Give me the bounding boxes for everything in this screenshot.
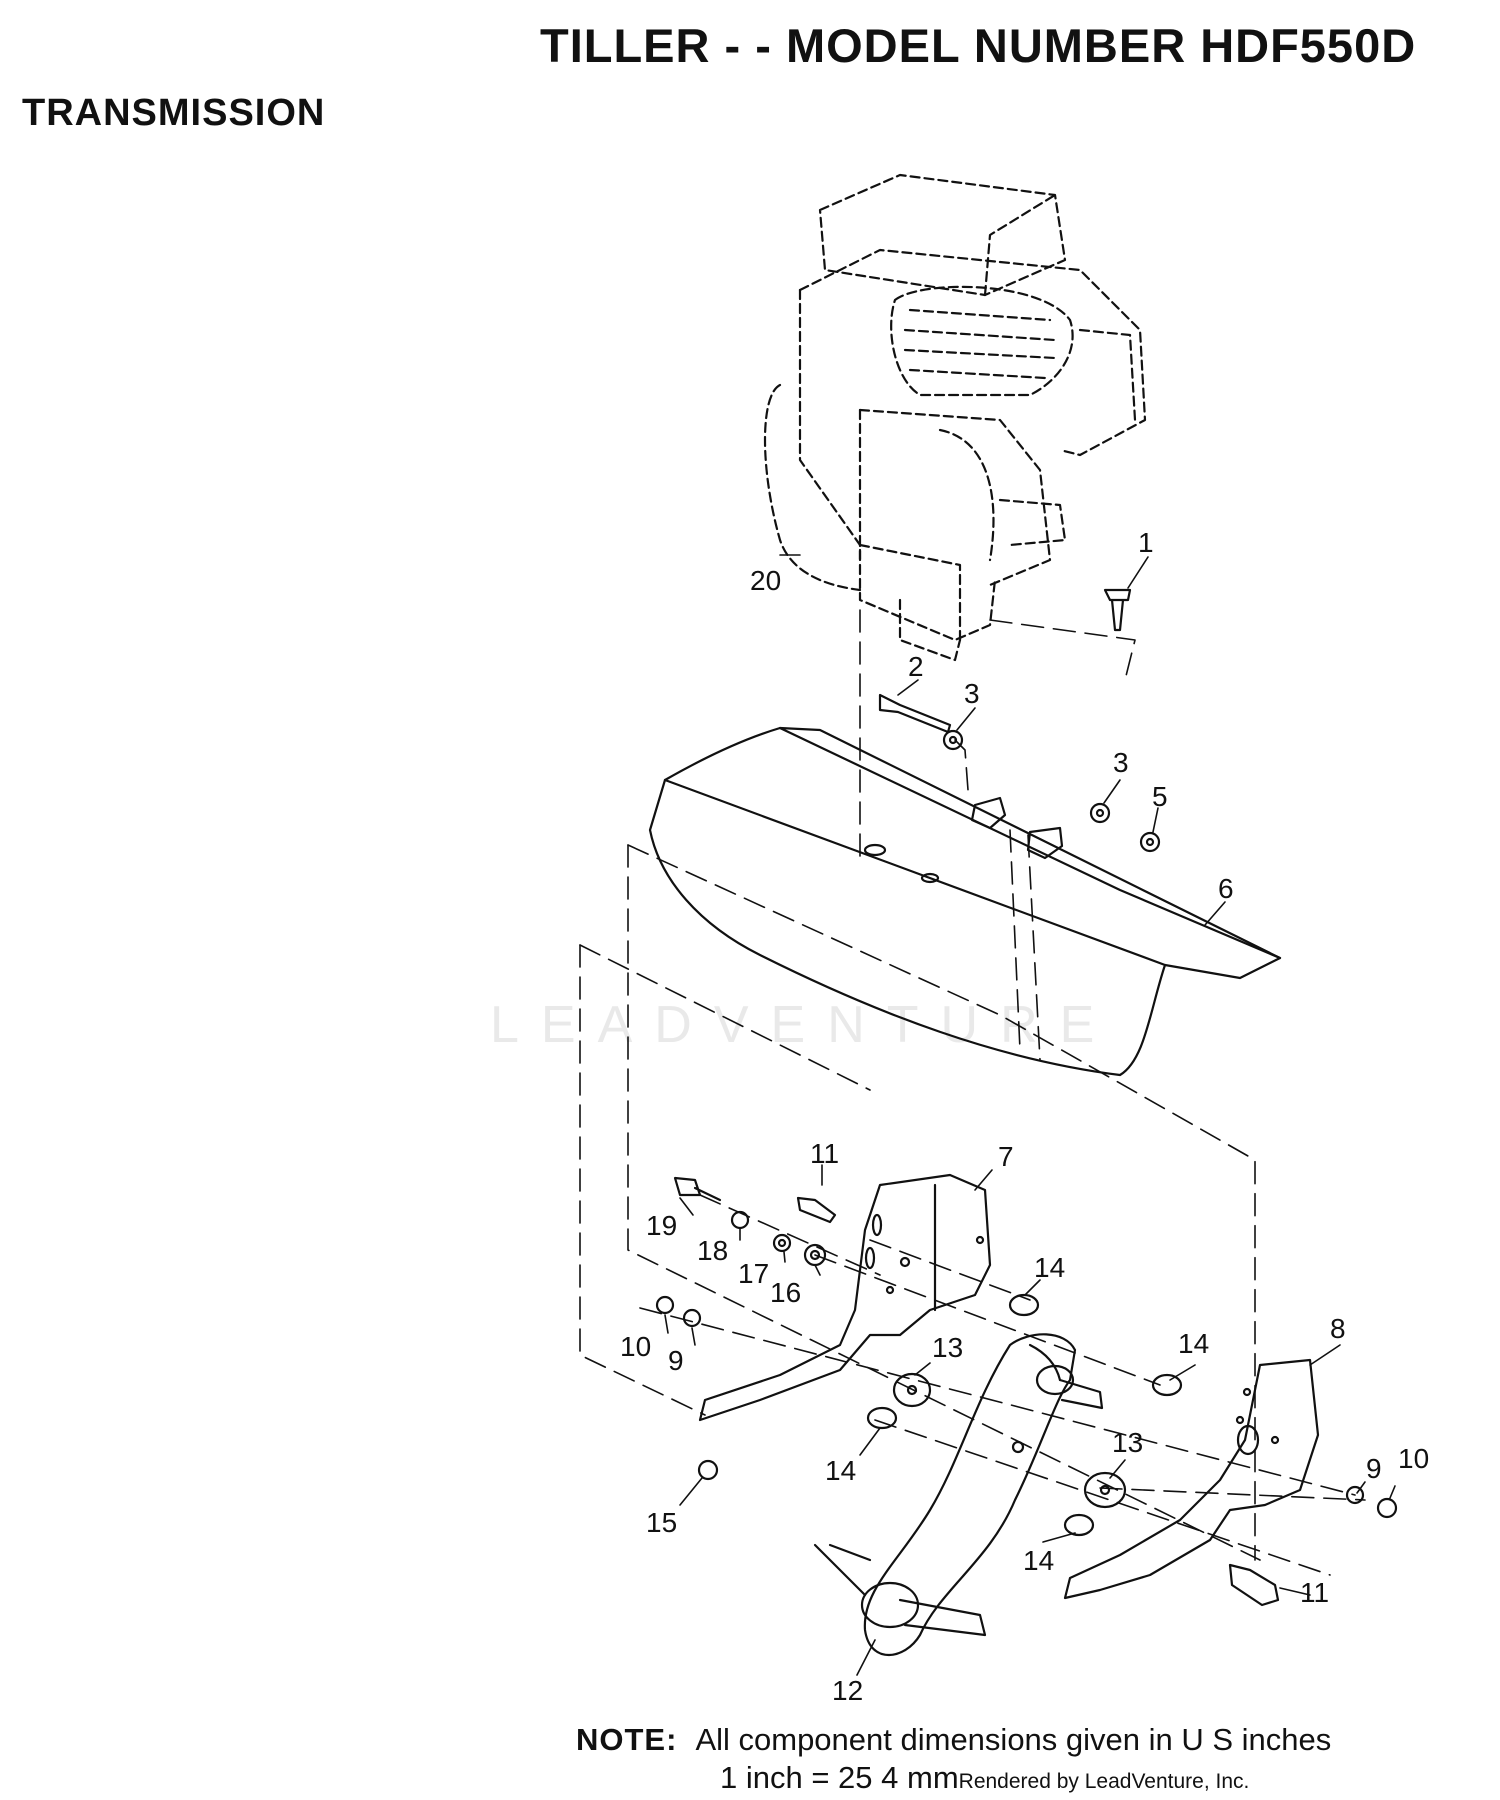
render-credit: Rendered by LeadVenture, Inc. xyxy=(958,1770,1250,1793)
callout-numbers: 1 2 3 3 5 6 20 11 7 8 19 18 17 16 10 9 1… xyxy=(620,527,1429,1706)
leader-lines xyxy=(664,554,1396,1676)
callout-19: 19 xyxy=(646,1210,677,1241)
right-hood-bracket xyxy=(1063,1358,1320,1600)
callout-9: 9 xyxy=(1366,1453,1382,1484)
callout-7: 7 xyxy=(998,1141,1014,1172)
callout-14: 14 xyxy=(1034,1252,1065,1283)
callout-14: 14 xyxy=(1023,1545,1054,1576)
callout-11: 11 xyxy=(810,1138,839,1169)
callout-17: 17 xyxy=(738,1258,769,1289)
callout-1: 1 xyxy=(1138,527,1154,558)
callout-9: 9 xyxy=(668,1345,684,1376)
note-label: NOTE: xyxy=(576,1722,678,1757)
page-title: TILLER - - MODEL NUMBER HDF550D xyxy=(540,19,1417,72)
note-line-2-wrap: 1 inch = 25 4 mmRendered by LeadVenture,… xyxy=(720,1760,1249,1796)
callout-3: 3 xyxy=(964,678,980,709)
callout-14: 14 xyxy=(825,1455,856,1486)
callout-18: 18 xyxy=(697,1235,728,1266)
callout-15: 15 xyxy=(646,1507,677,1538)
note-line-1: All component dimensions given in U S in… xyxy=(695,1722,1332,1757)
callout-12: 12 xyxy=(832,1675,863,1706)
note-line-2: 1 inch = 25 4 mm xyxy=(720,1760,959,1795)
callout-13: 13 xyxy=(932,1332,963,1363)
callout-2: 2 xyxy=(908,651,924,682)
callout-10: 10 xyxy=(620,1331,651,1362)
callout-3: 3 xyxy=(1113,747,1129,778)
transmission-housing xyxy=(813,1333,1104,1657)
section-title: TRANSMISSION xyxy=(22,92,326,134)
watermark-text: LEADVENTURE xyxy=(490,996,1117,1054)
callout-10: 10 xyxy=(1398,1443,1429,1474)
hardware-parts xyxy=(655,588,1398,1607)
engine-outline xyxy=(763,173,1147,662)
callout-6: 6 xyxy=(1218,873,1234,904)
left-hood-bracket xyxy=(698,1173,992,1422)
callout-5: 5 xyxy=(1152,781,1168,812)
callout-16: 16 xyxy=(770,1277,801,1308)
alignment-lines xyxy=(579,609,1366,1576)
tine-shield xyxy=(648,726,1282,1077)
dimension-note: NOTE: All component dimensions given in U… xyxy=(576,1722,1332,1795)
callout-20: 20 xyxy=(750,565,781,596)
callout-11: 11 xyxy=(1300,1577,1329,1608)
callout-13: 13 xyxy=(1112,1427,1143,1458)
callout-14: 14 xyxy=(1178,1328,1209,1359)
callout-8: 8 xyxy=(1330,1313,1346,1344)
